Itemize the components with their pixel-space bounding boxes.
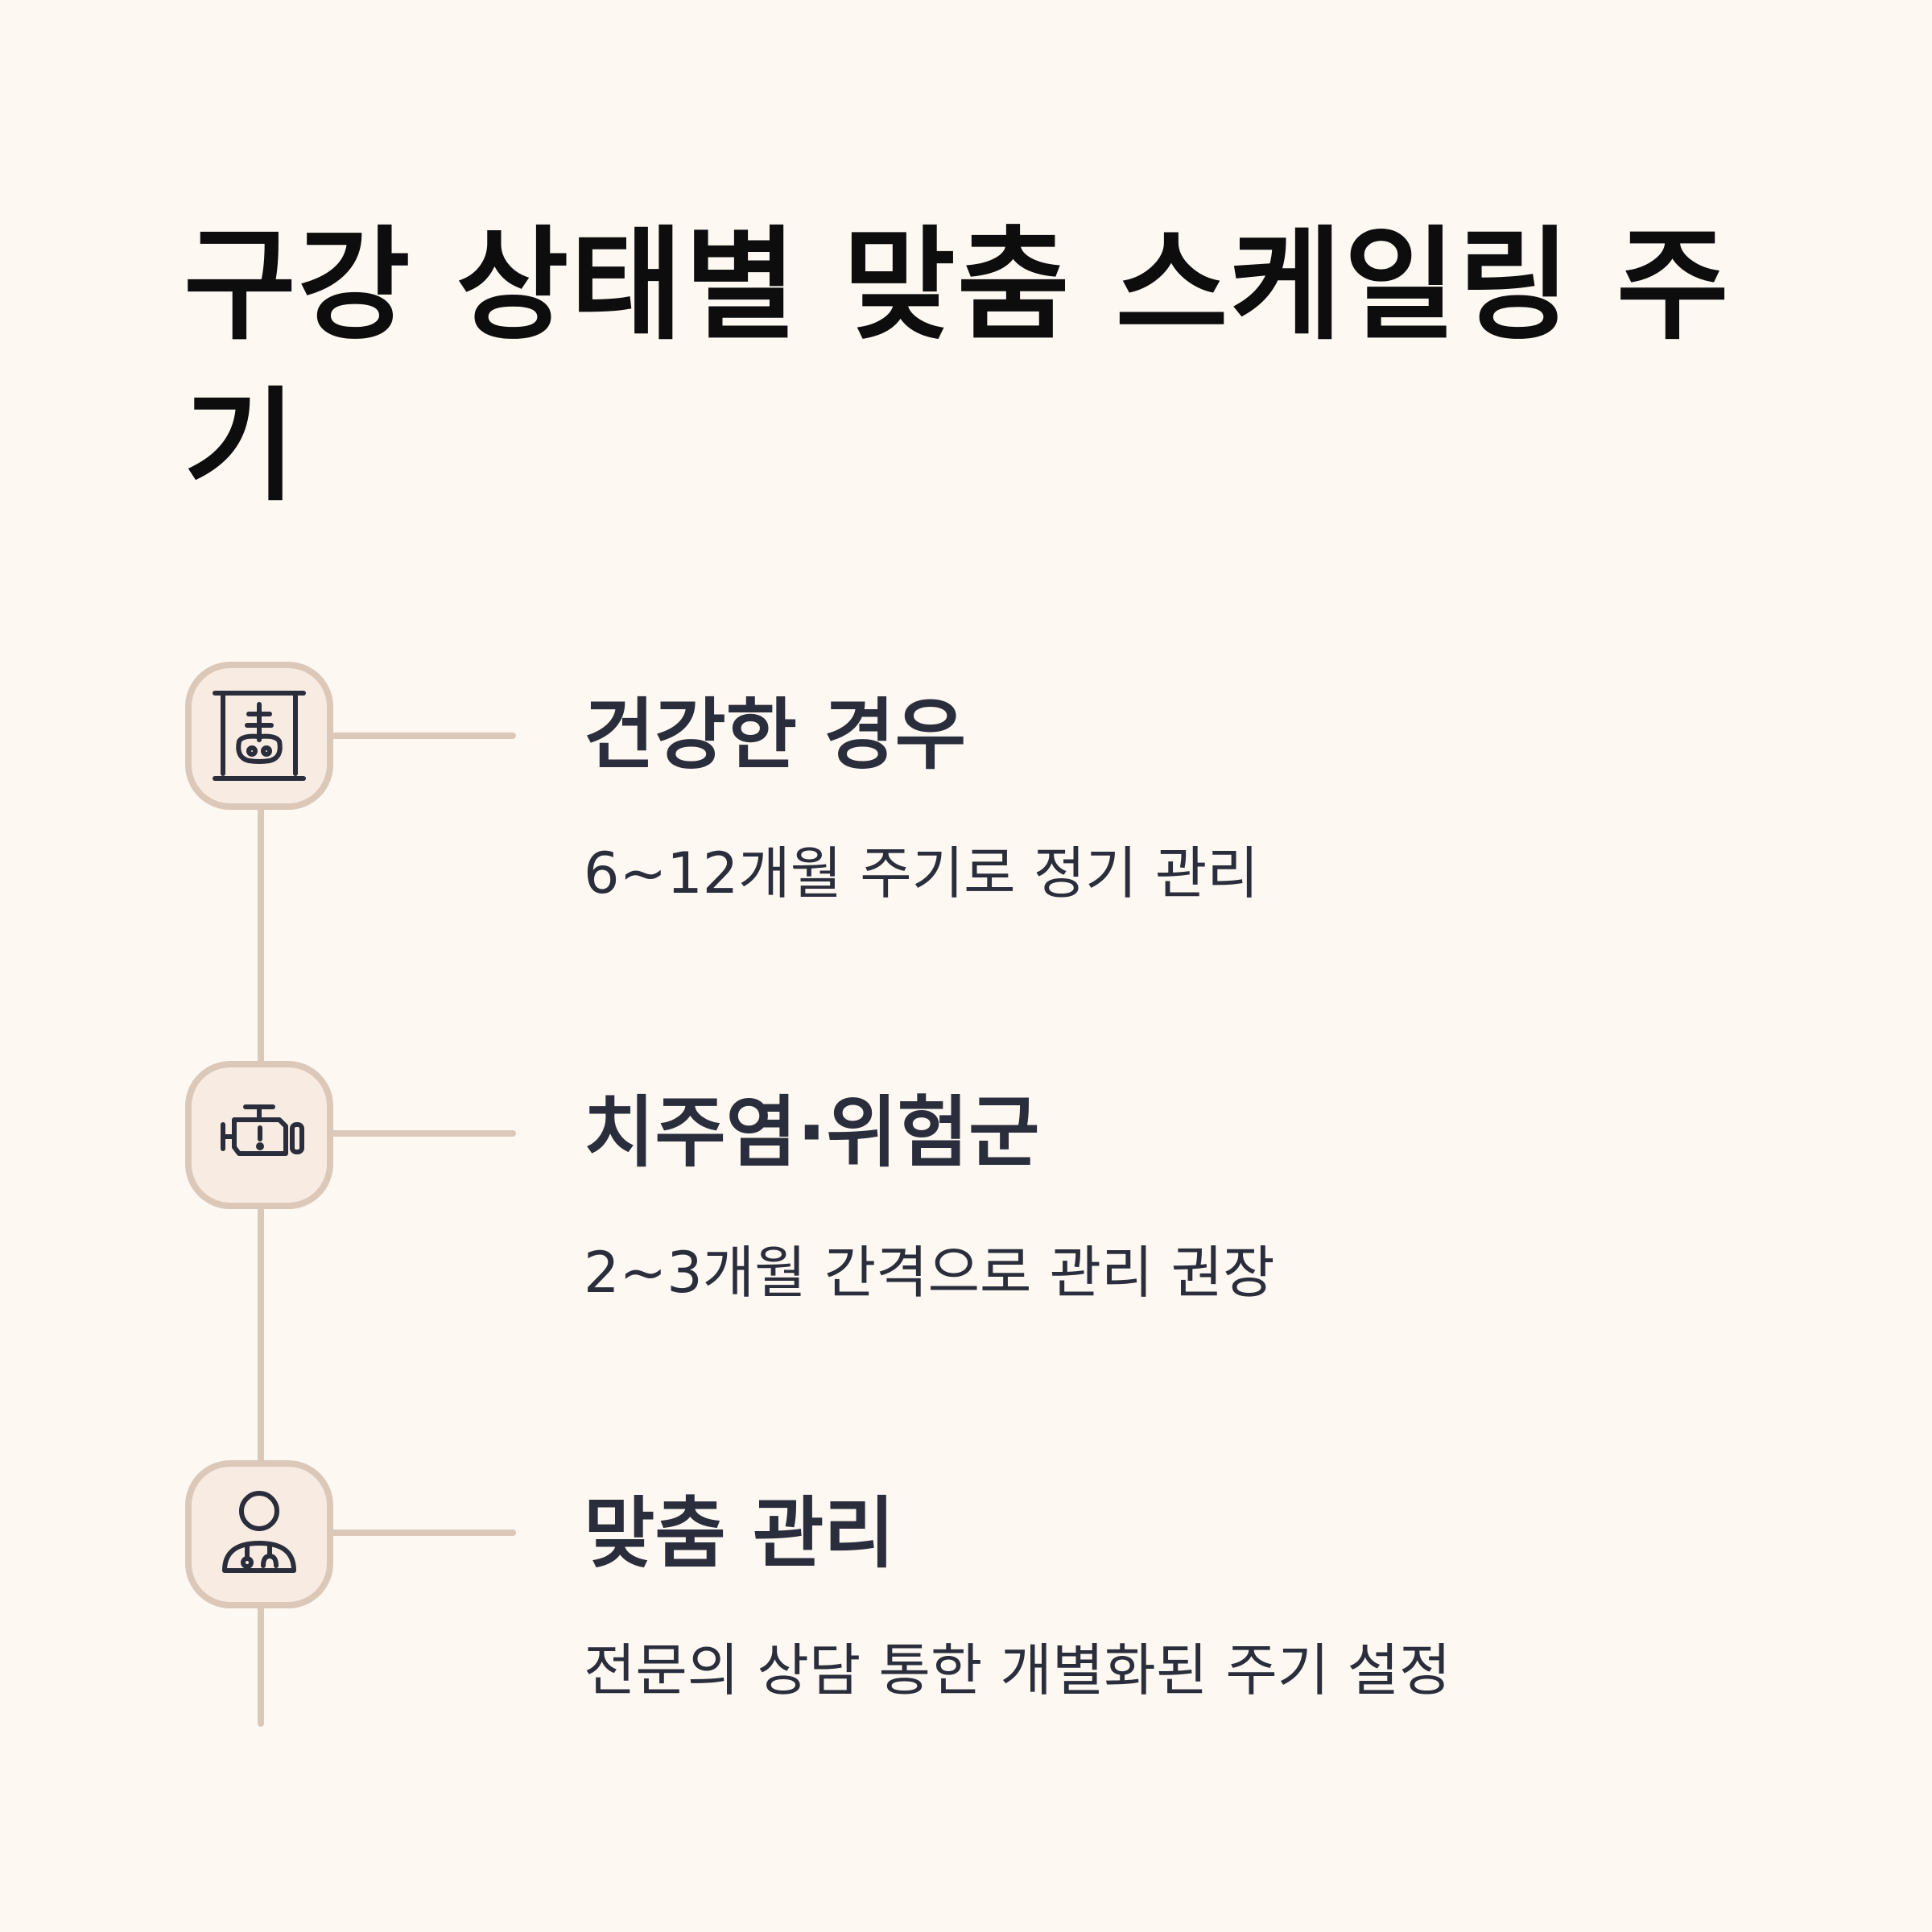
warning-engine-icon	[221, 1104, 304, 1156]
dental-xray-icon-box	[185, 662, 333, 810]
item-desc: 전문의 상담 통한 개별화된 주기 설정	[584, 1637, 1451, 1703]
timeline-line	[258, 724, 264, 1727]
connector-line	[326, 733, 516, 739]
page-title: 구강 상태별 맞춤 스케일링 주기	[184, 214, 1731, 518]
dentist-consult-icon-box	[185, 1460, 333, 1608]
dentist-consult-icon	[222, 1491, 296, 1573]
connector-line	[326, 1130, 516, 1137]
warning-engine-icon-box	[185, 1061, 333, 1209]
dental-xray-icon	[213, 691, 306, 781]
item-title: 치주염·위험군	[584, 1088, 1040, 1178]
item-title: 맞춤 관리	[584, 1488, 895, 1579]
item-desc: 6~12개월 주기로 정기 관리	[584, 840, 1259, 906]
connector-line	[326, 1530, 516, 1536]
item-title: 건강한 경우	[584, 690, 967, 780]
item-desc: 2~3개월 간격으로 관리 권장	[584, 1240, 1275, 1306]
